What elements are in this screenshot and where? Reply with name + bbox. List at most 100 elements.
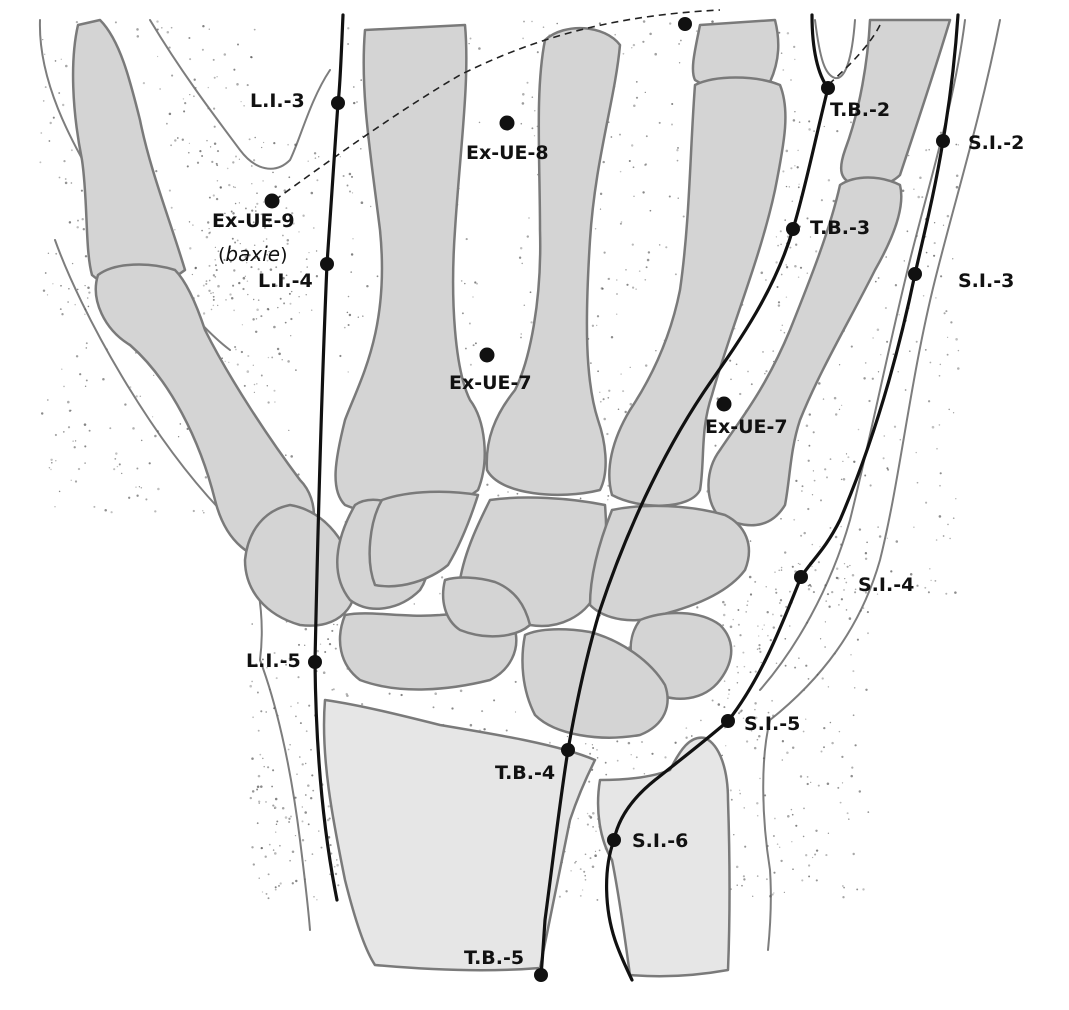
stipple-dot: [478, 47, 481, 50]
stipple-dot: [47, 252, 50, 254]
stipple-dot: [288, 429, 290, 432]
stipple-dot: [913, 188, 915, 191]
stipple-dot: [772, 360, 775, 363]
stipple-dot: [54, 433, 57, 437]
stipple-dot: [927, 591, 930, 594]
stipple-dot: [774, 588, 777, 591]
stipple-dot: [304, 644, 306, 646]
stipple-dot: [120, 472, 123, 475]
stipple-dot: [199, 149, 202, 153]
stipple-dot: [309, 796, 313, 800]
stipple-dot: [803, 531, 806, 535]
stipple-dot: [351, 192, 354, 194]
point-tb5: [534, 968, 548, 982]
stipple-dot: [311, 774, 314, 777]
stipple-dot: [591, 744, 594, 746]
stipple-dot: [297, 473, 300, 476]
stipple-dot: [68, 287, 70, 290]
stipple-dot: [291, 212, 294, 215]
stipple-dot: [827, 686, 830, 688]
stipple-dot: [862, 607, 865, 609]
stipple-dot: [817, 561, 820, 564]
stipple-dot: [808, 413, 811, 416]
stipple-dot: [54, 60, 57, 62]
stipple-dot: [797, 562, 800, 565]
stipple-dot: [801, 879, 804, 882]
stipple-dot: [579, 895, 582, 897]
stipple-dot: [260, 847, 263, 850]
stipple-dot: [234, 202, 237, 205]
stipple-dot: [279, 844, 281, 847]
stipple-dot: [763, 624, 765, 626]
stipple-dot: [269, 688, 271, 691]
stipple-dot: [248, 138, 251, 141]
stipple-dot: [256, 785, 260, 788]
stipple-dot: [808, 583, 812, 587]
stipple-dot: [756, 814, 759, 817]
stipple-dot: [273, 325, 276, 329]
stipple-dot: [266, 385, 269, 387]
stipple-dot: [848, 818, 850, 820]
stipple-dot: [676, 159, 679, 162]
stipple-dot: [520, 333, 522, 335]
stipple-dot: [931, 425, 935, 429]
stipple-dot: [249, 796, 252, 800]
stipple-dot: [842, 896, 845, 899]
stipple-dot: [347, 371, 349, 373]
stipple-dot: [483, 728, 486, 731]
stipple-dot: [949, 537, 951, 540]
stipple-dot: [156, 55, 159, 58]
stipple-dot: [257, 774, 261, 778]
stipple-dot: [548, 741, 551, 744]
stipple-dot: [808, 120, 811, 123]
stipple-dot: [635, 96, 639, 99]
stipple-dot: [348, 172, 352, 176]
stipple-dot: [156, 28, 159, 31]
stipple-dot: [644, 278, 647, 281]
label-si3: S.I.-3: [958, 270, 1015, 292]
stipple-dot: [812, 431, 815, 434]
stipple-dot: [818, 382, 821, 385]
stipple-dot: [362, 315, 364, 317]
stipple-dot: [213, 76, 216, 79]
stipple-dot: [197, 294, 200, 298]
stipple-dot: [206, 139, 208, 142]
stipple-dot: [832, 199, 836, 203]
stipple-dot: [952, 258, 954, 260]
stipple-dot: [520, 122, 523, 125]
stipple-dot: [619, 133, 621, 136]
stipple-dot: [277, 220, 279, 223]
stipple-dot: [61, 368, 63, 370]
stipple-dot: [838, 730, 841, 733]
stipple-dot: [589, 857, 592, 860]
stipple-dot: [284, 321, 287, 324]
stipple-dot: [779, 599, 783, 602]
stipple-dot: [519, 246, 523, 250]
stipple-dot: [474, 281, 477, 284]
stipple-dot: [225, 87, 227, 89]
stipple-dot: [734, 328, 736, 330]
stipple-dot: [336, 623, 339, 626]
stipple-dot: [285, 663, 288, 666]
stipple-dot: [225, 299, 227, 301]
stipple-dot: [174, 229, 176, 231]
stipple-dot: [826, 476, 828, 479]
stipple-dot: [676, 149, 679, 152]
stipple-dot: [780, 273, 783, 276]
stipple-dot: [757, 625, 759, 627]
stipple-dot: [682, 215, 685, 218]
stipple-dot: [644, 91, 646, 94]
stipple-dot: [843, 886, 845, 889]
stipple-dot: [604, 761, 607, 764]
stipple-dot: [64, 181, 68, 185]
stipple-dot: [174, 139, 177, 142]
stipple-dot: [258, 802, 260, 804]
stipple-dot: [202, 284, 205, 287]
stipple-dot: [214, 275, 217, 278]
stipple-dot: [753, 746, 757, 750]
stipple-dot: [838, 364, 841, 366]
stipple-dot: [232, 284, 235, 287]
stipple-dot: [853, 460, 856, 463]
stipple-dot: [635, 288, 637, 290]
stipple-dot: [84, 255, 88, 258]
